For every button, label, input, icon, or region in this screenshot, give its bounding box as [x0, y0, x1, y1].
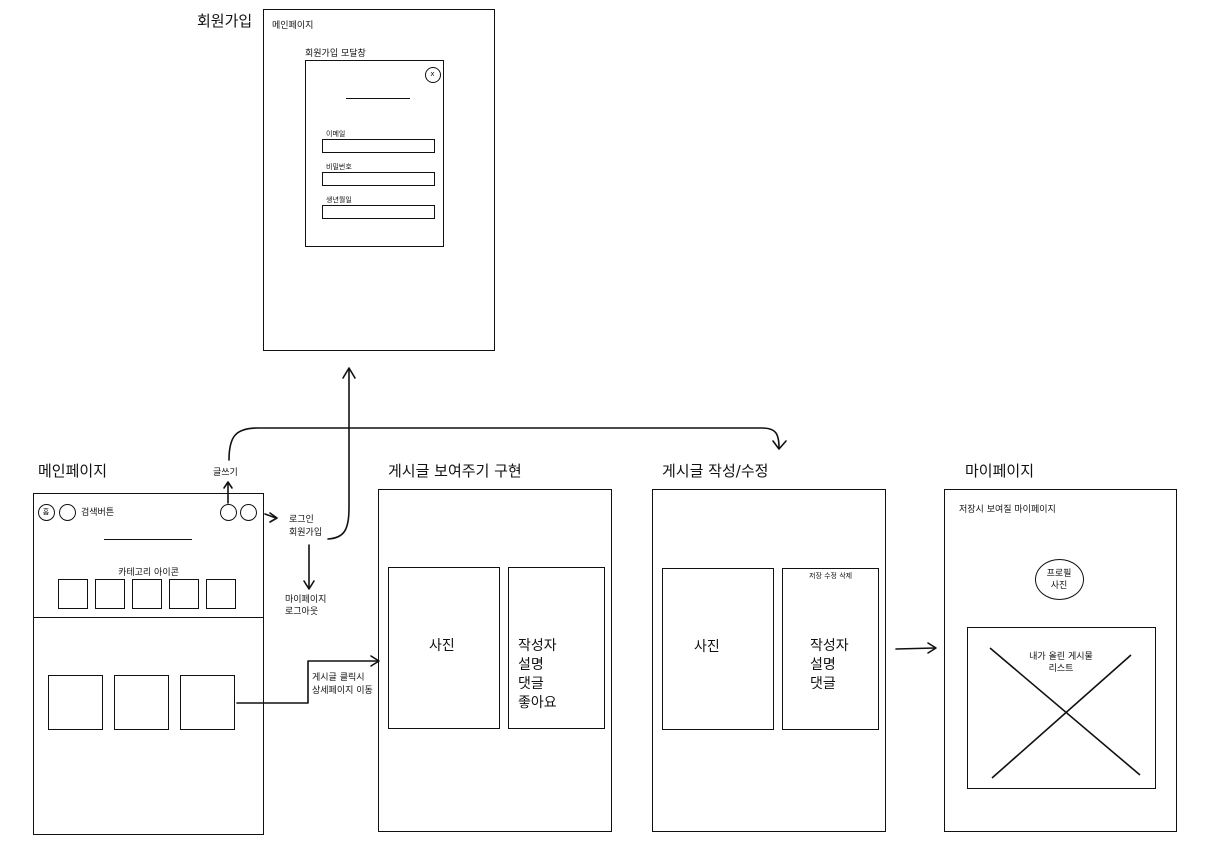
signup-section-title: 회원가입 [197, 12, 253, 30]
save-to-mypage-arrow [895, 647, 936, 650]
logout-menu-item[interactable]: 로그아웃 [285, 607, 319, 617]
post-click-note-line: 게시글 클릭시 [312, 673, 365, 683]
save-to-mypage-arrow-head [927, 642, 937, 654]
category-icon[interactable] [132, 579, 162, 609]
search-button-label[interactable]: 검색버튼 [81, 508, 115, 518]
post-view-frame: 사진 작성자 설명 댓글 좋아요 [378, 489, 612, 832]
logo-placeholder [104, 539, 192, 540]
author-text: 작성자 [518, 638, 557, 654]
post-thumbnail[interactable] [114, 675, 169, 730]
signup-arrow [327, 369, 350, 540]
signup-modal: x 이메일 비밀번호 생년월일 [305, 60, 444, 247]
edit-photo-label: 사진 [694, 639, 720, 655]
mypage-menu: 마이페이지 로그아웃 [285, 594, 326, 618]
email-label: 이메일 [326, 130, 346, 138]
modal-title-placeholder [346, 98, 410, 99]
signup-page-label: 메인페이지 [272, 21, 314, 31]
edit-photo-area[interactable]: 사진 [662, 568, 774, 730]
password-field[interactable] [322, 172, 435, 186]
post-view-section-title: 게시글 보여주기 구현 [388, 462, 522, 480]
description-text: 설명 [518, 657, 544, 673]
password-label: 비밀번호 [326, 163, 352, 171]
profile-photo-label-line: 사진 [1050, 581, 1068, 591]
category-label: 카테고리 아이콘 [118, 568, 179, 578]
post-photo-label: 사진 [429, 638, 455, 654]
close-icon: x [430, 70, 435, 78]
profile-photo[interactable]: 프로필 사진 [1035, 559, 1084, 600]
my-posts-label: 내가 올린 게시물 리스트 [968, 651, 1154, 675]
post-click-note: 게시글 클릭시 상세페이지 이동 [312, 672, 373, 698]
profile-photo-label: 프로필 사진 [1036, 568, 1082, 592]
my-posts-list: 내가 올린 게시물 리스트 [967, 627, 1156, 789]
mypage-arrow-head [303, 580, 315, 590]
post-details-panel: 작성자 설명 댓글 좋아요 [508, 567, 605, 729]
signup-modal-label: 회원가입 모달창 [305, 49, 366, 59]
edit-details-panel: 저장 수정 삭제 작성자 설명 댓글 [782, 568, 879, 730]
category-icon[interactable] [95, 579, 125, 609]
home-icon-text: 홈 [42, 508, 50, 516]
account-menu-arrow [264, 513, 277, 519]
home-icon[interactable]: 홈 [38, 504, 55, 521]
email-field[interactable] [322, 139, 435, 153]
account-menu-arrow-head [269, 512, 278, 523]
post-thumbnail[interactable] [180, 675, 235, 730]
comments-text[interactable]: 댓글 [518, 676, 544, 692]
description-text[interactable]: 설명 [810, 657, 836, 673]
image-placeholder-cross [989, 647, 1141, 779]
modal-close-button[interactable]: x [425, 67, 441, 83]
search-icon[interactable] [59, 504, 76, 521]
my-posts-label-line: 내가 올린 게시물 [1029, 652, 1093, 662]
mypage-section-title: 마이페이지 [965, 462, 1035, 480]
signup-page-frame: 메인페이지 회원가입 모달창 x 이메일 비밀번호 생년월일 [263, 9, 495, 351]
post-edit-section-title: 게시글 작성/수정 [662, 462, 769, 480]
mypage-note: 저장시 보여질 마이페이지 [959, 505, 1056, 515]
category-icon[interactable] [169, 579, 199, 609]
post-details-list: 작성자 설명 댓글 좋아요 [518, 637, 557, 713]
signup-menu-item[interactable]: 회원가입 [289, 528, 323, 538]
profile-photo-label-line: 프로필 [1046, 569, 1072, 579]
post-detail-arrow [236, 660, 378, 704]
like-text[interactable]: 좋아요 [518, 695, 557, 711]
edit-details-list: 작성자 설명 댓글 [810, 637, 849, 694]
account-icon[interactable] [240, 504, 257, 521]
post-detail-arrow-head [370, 655, 380, 667]
write-arrow-head [223, 481, 233, 489]
author-text: 작성자 [810, 638, 849, 654]
edit-action-buttons[interactable]: 저장 수정 삭제 [809, 572, 853, 580]
login-menu-item[interactable]: 로그인 [289, 515, 314, 525]
post-thumbnail[interactable] [48, 675, 103, 730]
category-icon[interactable] [58, 579, 88, 609]
birthdate-label: 생년월일 [326, 196, 352, 204]
my-posts-label-line: 리스트 [1048, 664, 1074, 674]
write-icon[interactable] [220, 504, 237, 521]
birthdate-field[interactable] [322, 205, 435, 219]
write-to-edit-arrow-head [772, 440, 787, 450]
write-label: 글쓰기 [213, 468, 238, 478]
write-to-edit-arrow [228, 427, 780, 461]
category-icon[interactable] [206, 579, 236, 609]
mypage-menu-item[interactable]: 마이페이지 [285, 595, 327, 605]
mypage-frame: 저장시 보여질 마이페이지 프로필 사진 내가 올린 게시물 리스트 [944, 489, 1177, 832]
signup-arrow-head [342, 367, 356, 379]
main-section-title: 메인페이지 [38, 462, 108, 480]
comments-text: 댓글 [810, 676, 836, 692]
post-click-note-line: 상세페이지 이동 [312, 686, 373, 696]
login-menu: 로그인 회원가입 [289, 514, 322, 540]
header-divider [34, 617, 263, 618]
post-edit-frame: 사진 저장 수정 삭제 작성자 설명 댓글 [652, 489, 886, 832]
main-page-frame: 홈 검색버튼 카테고리 아이콘 [33, 493, 264, 835]
post-photo-area: 사진 [388, 567, 500, 729]
